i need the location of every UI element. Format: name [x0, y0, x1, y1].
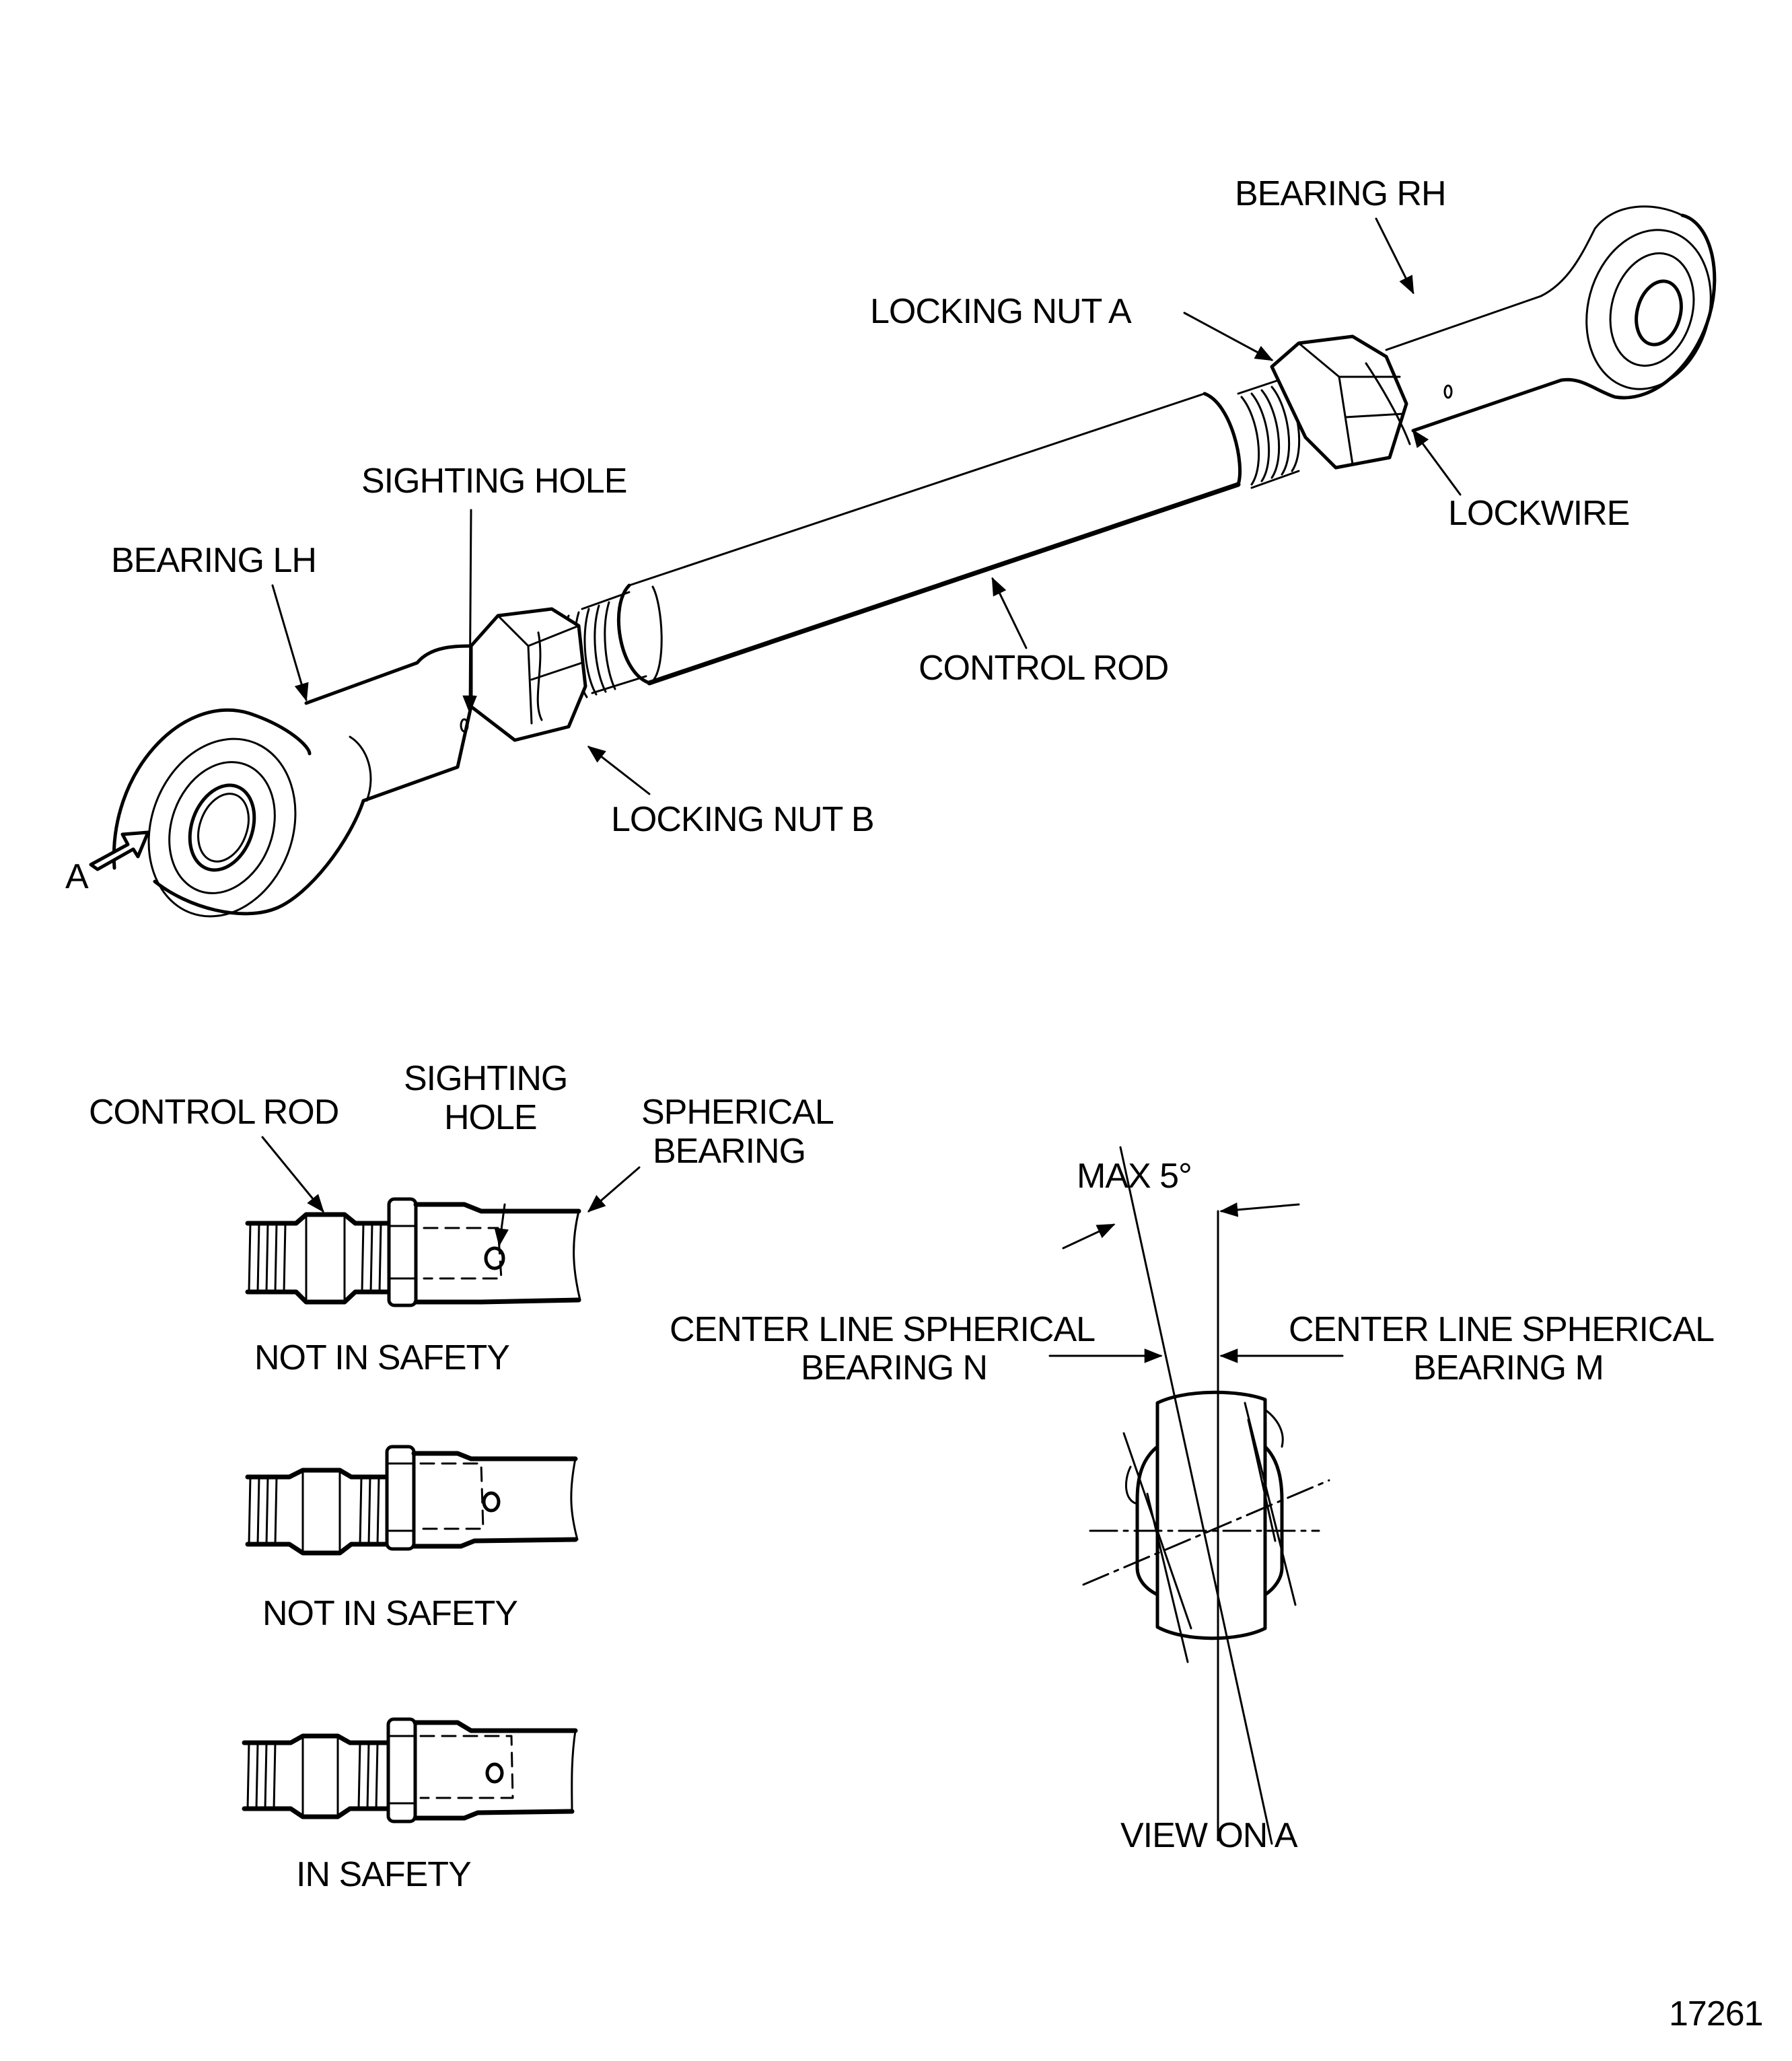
label-lockwire: LOCKWIRE — [1448, 494, 1629, 533]
control-rod-assembly — [89, 205, 1717, 918]
locking-nut-a — [1270, 334, 1411, 470]
safety-view-2 — [245, 1445, 579, 1556]
view-arrow-a — [89, 830, 150, 871]
label-center-line-m-line2: BEARING M — [1413, 1348, 1604, 1387]
caption-safety-view-3: IN SAFETY — [296, 1855, 471, 1894]
leader-spherical-bearing — [587, 1166, 641, 1213]
figure-number: 17261 — [1669, 1994, 1763, 2033]
label-center-line-n-line1: CENTER LINE SPHERICAL — [670, 1310, 1095, 1349]
rh-thread — [1237, 379, 1301, 489]
leader-locking-nut-a — [1183, 312, 1274, 361]
leader-control-rod-detail — [261, 1136, 324, 1213]
caption-view-on-a: VIEW ON A — [1120, 1816, 1298, 1855]
leader-lockwire — [1412, 429, 1462, 496]
sighting-hole-rh — [1443, 384, 1453, 399]
safety-view-1 — [245, 1197, 581, 1307]
leader-sighting-hole-detail — [494, 1203, 509, 1247]
label-locking-nut-b: LOCKING NUT B — [611, 800, 874, 839]
locking-nut-b — [469, 607, 587, 742]
sighting-hole — [484, 1246, 505, 1270]
label-locking-nut-a: LOCKING NUT A — [870, 292, 1132, 331]
caption-safety-view-1: NOT IN SAFETY — [254, 1338, 509, 1377]
control-rod-tube — [616, 392, 1242, 686]
label-bearing-lh: BEARING LH — [111, 541, 316, 580]
caption-safety-view-2: NOT IN SAFETY — [262, 1594, 517, 1633]
label-bearing-rh: BEARING RH — [1235, 174, 1446, 213]
sighting-hole — [485, 1762, 504, 1784]
safety-view-3 — [242, 1717, 578, 1823]
label-sighting-hole: SIGHTING HOLE — [361, 462, 626, 501]
main-leaders — [271, 217, 1462, 795]
leader-bearing-lh — [271, 584, 309, 702]
label-sighting-hole-line1: SIGHTING — [404, 1059, 567, 1098]
bearing-lh — [112, 644, 473, 918]
leader-bearing-rh — [1375, 217, 1414, 295]
label-control-rod-detail: CONTROL ROD — [89, 1093, 338, 1132]
label-center-line-m-line1: CENTER LINE SPHERICAL — [1289, 1310, 1714, 1349]
label-max-angle: MAX 5° — [1077, 1157, 1192, 1196]
sighting-hole-lh — [460, 718, 469, 733]
label-spherical-bearing-line2: BEARING — [653, 1132, 805, 1171]
label-center-line-n-line2: BEARING N — [801, 1348, 987, 1387]
label-sighting-hole-line2: HOLE — [444, 1098, 537, 1137]
leader-control-rod — [991, 577, 1028, 649]
leader-sighting-hole — [462, 509, 477, 714]
view-on-a — [1048, 1146, 1344, 1845]
label-view-arrow-a: A — [65, 857, 89, 896]
bearing-rh — [1385, 205, 1717, 433]
sighting-hole — [482, 1491, 501, 1513]
label-spherical-bearing-line1: SPHERICAL — [641, 1093, 834, 1132]
leader-locking-nut-b — [587, 746, 651, 795]
label-control-rod: CONTROL ROD — [919, 649, 1168, 688]
safety-views — [242, 1136, 641, 1823]
center-line-n — [1119, 1146, 1273, 1845]
